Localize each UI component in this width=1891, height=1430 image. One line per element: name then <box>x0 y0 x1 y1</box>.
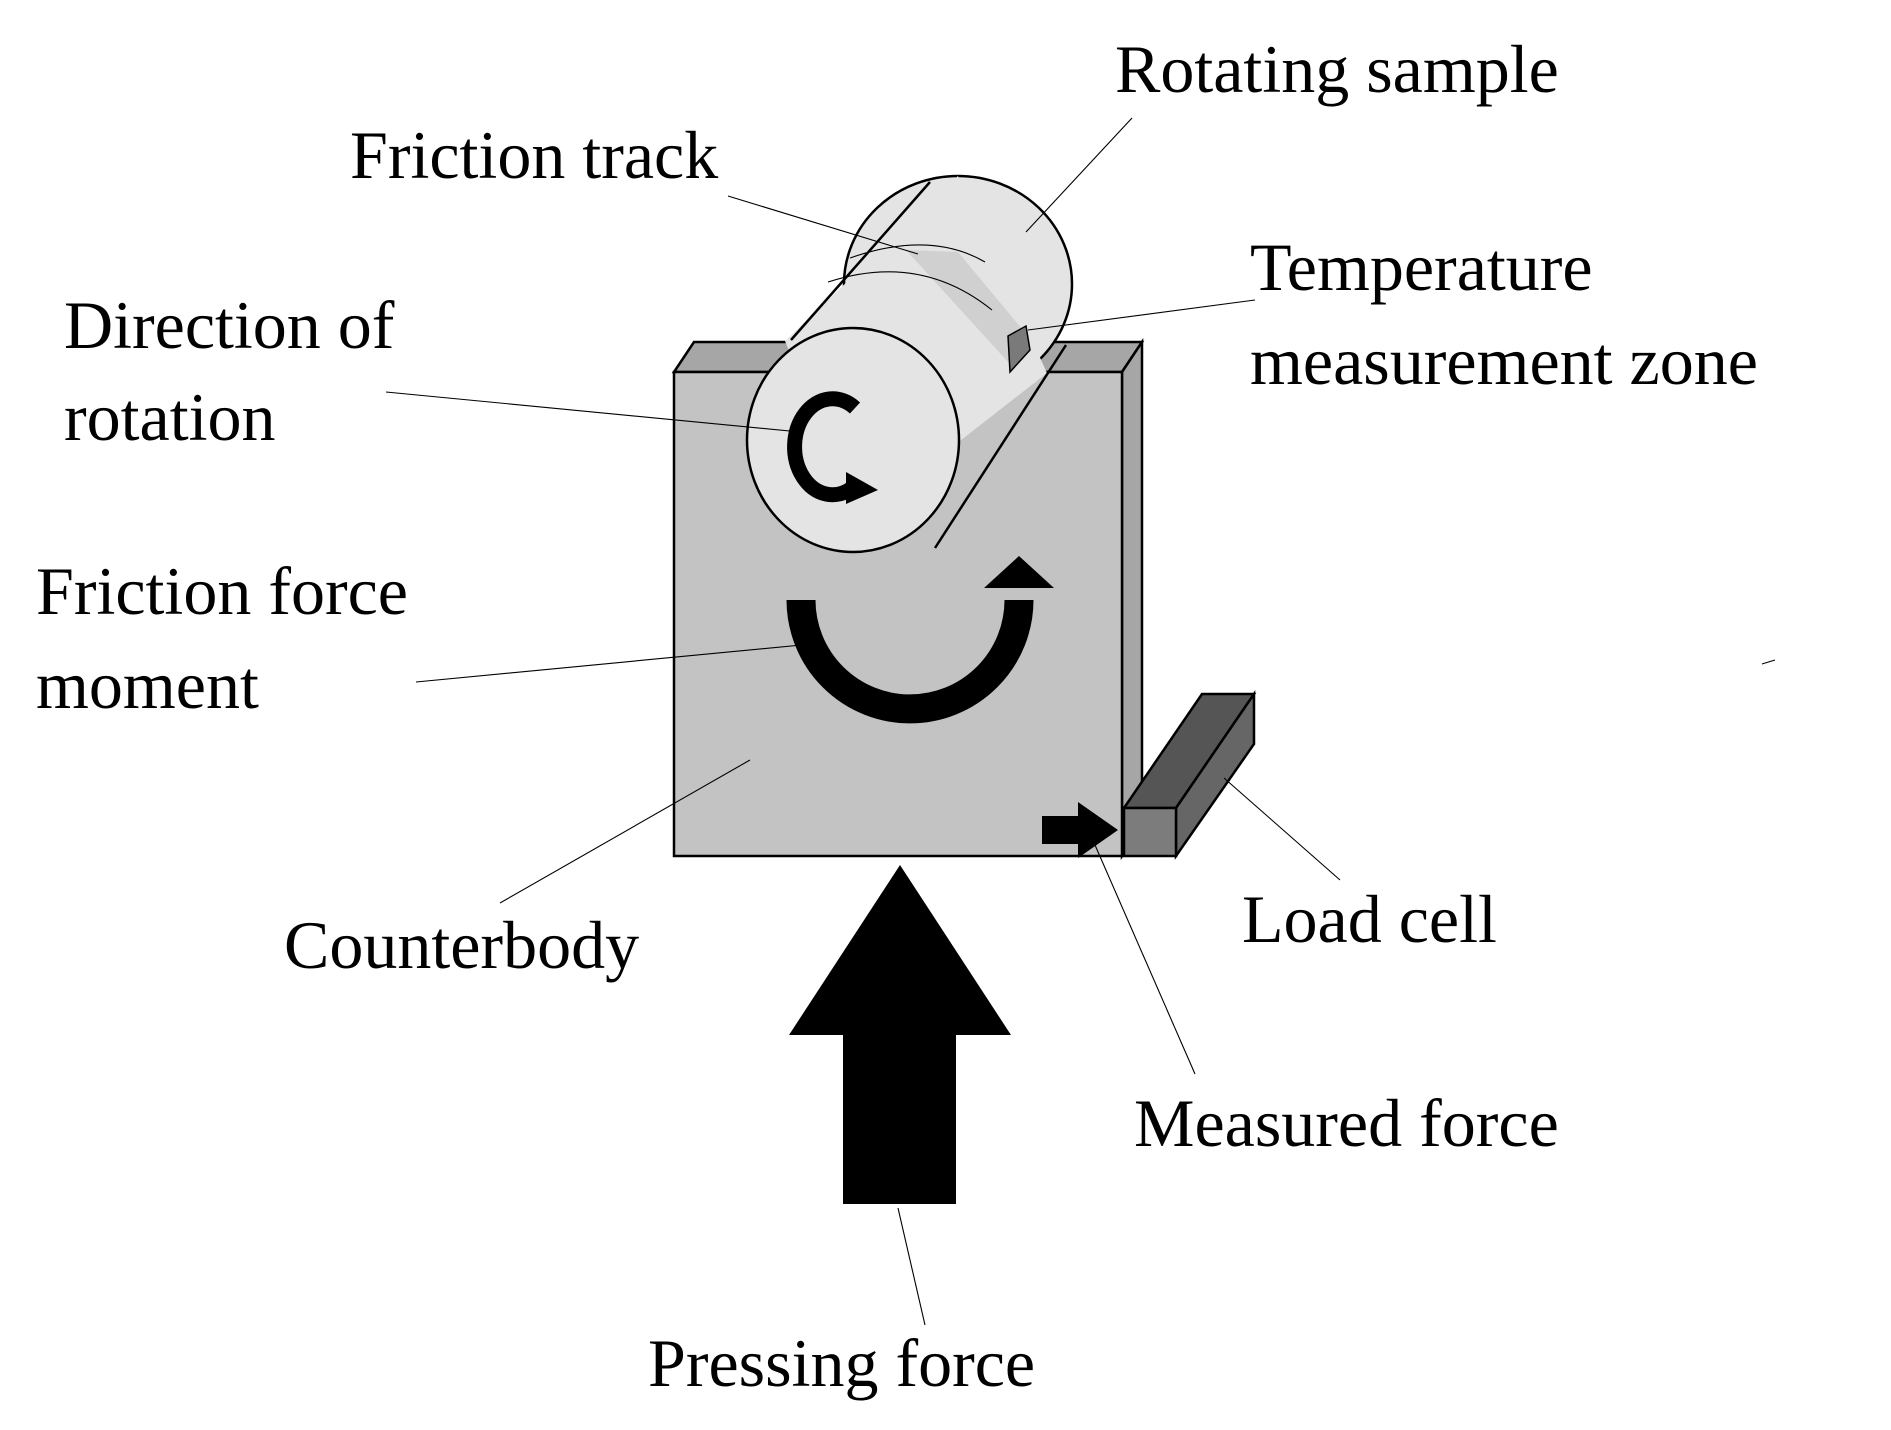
sample-front-cap <box>745 326 961 554</box>
label-direction-line2: rotation <box>64 379 276 455</box>
leader-lines <box>385 117 1776 1326</box>
sample-bottom-silhouette <box>933 344 1068 549</box>
label-temperature-line2: measurement zone <box>1250 323 1758 399</box>
counterbody-side-face <box>1120 337 1144 861</box>
rotating-sample <box>745 174 1074 554</box>
label-friction-track: Friction track <box>350 117 718 193</box>
load-cell <box>1121 689 1257 860</box>
friction-moment-arrow <box>786 556 1054 724</box>
pressing-force-arrow <box>789 865 1011 1204</box>
friction-moment-arc <box>786 599 1034 724</box>
leader-direction-of-rotation <box>385 391 801 433</box>
sample-top-silhouette <box>790 181 931 341</box>
label-load-cell: Load cell <box>1242 881 1497 957</box>
friction-track-edge-2 <box>827 271 993 311</box>
label-counterbody: Counterbody <box>284 907 639 983</box>
measured-force-arrow <box>1042 802 1118 858</box>
label-rotating-sample: Rotating sample <box>1115 31 1559 107</box>
label-friction-force-line1: Friction force <box>36 553 408 629</box>
load-cell-front <box>1122 806 1178 858</box>
label-measured-force: Measured force <box>1134 1085 1559 1161</box>
label-friction-force-line2: moment <box>36 647 259 723</box>
leader-pressing-force <box>897 1207 926 1326</box>
label-temperature-line1: Temperature <box>1250 229 1593 305</box>
leader-friction-track <box>727 195 919 255</box>
leader-rotating-sample <box>1025 117 1133 233</box>
leader-counterbody <box>499 759 751 904</box>
rotation-direction-arrow <box>787 391 878 504</box>
leader-friction-force-moment <box>415 643 813 683</box>
labels: Rotating sample Friction track Temperatu… <box>36 31 1758 1401</box>
leader-measured-force <box>1094 844 1196 1075</box>
rotation-arrow-head <box>846 472 878 504</box>
friction-track-band <box>906 250 1027 362</box>
temperature-zone-strip <box>1007 324 1031 374</box>
leader-load-cell <box>1223 777 1341 881</box>
leader-temperature-zone <box>1027 299 1256 331</box>
rotation-arrow-arc <box>787 391 861 503</box>
label-pressing-force: Pressing force <box>648 1325 1035 1401</box>
label-direction-line1: Direction of <box>64 287 395 363</box>
friction-moment-arrow-head <box>984 556 1054 588</box>
stray-mark <box>1761 659 1776 665</box>
